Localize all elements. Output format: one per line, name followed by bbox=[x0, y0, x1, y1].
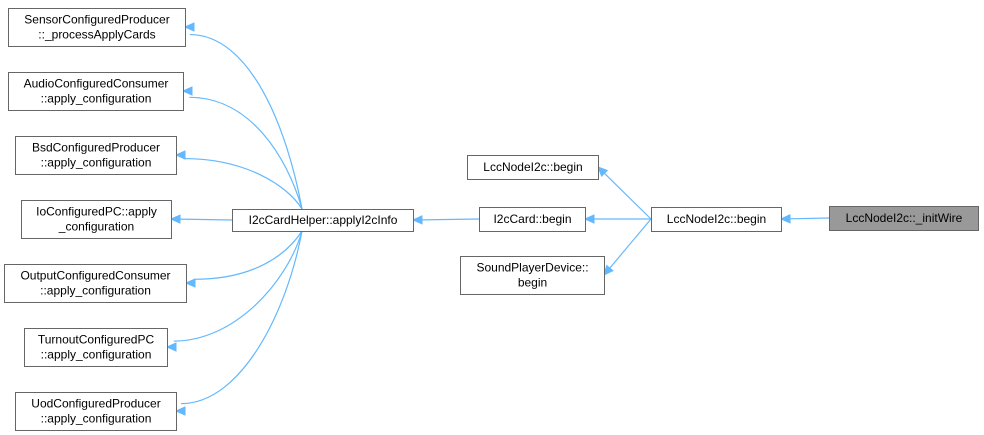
node-label: ::apply_configuration bbox=[41, 92, 152, 106]
node-label: BsdConfiguredProducer bbox=[32, 141, 160, 155]
nodes-layer: SensorConfiguredProducer::_processApplyC… bbox=[4, 8, 979, 431]
node-box bbox=[232, 209, 414, 232]
node-box bbox=[8, 8, 186, 47]
edge-arrowhead bbox=[165, 342, 177, 352]
graph-node-turnout[interactable]: TurnoutConfiguredPC::apply_configuration bbox=[24, 328, 168, 367]
graph-node-initwire: LccNodeI2c::_initWire bbox=[829, 206, 979, 231]
edge-n_i2ccard-to-n_helper bbox=[421, 218, 480, 221]
node-label: I2cCard::begin bbox=[493, 212, 571, 226]
node-label: TurnoutConfiguredPC bbox=[38, 333, 155, 347]
node-label: IoConfiguredPC::apply bbox=[36, 205, 157, 219]
edge-n_initwire-to-n_lccbegin bbox=[789, 217, 830, 220]
node-box bbox=[8, 72, 184, 111]
graph-node-io[interactable]: IoConfiguredPC::apply_configuration bbox=[21, 200, 172, 239]
graph-node-i2ccard[interactable]: I2cCard::begin bbox=[479, 207, 586, 232]
node-box bbox=[479, 207, 586, 232]
node-label: UodConfiguredProducer bbox=[31, 397, 160, 411]
node-box bbox=[460, 256, 605, 295]
edge-arrowhead bbox=[174, 406, 186, 416]
node-label: LccNodeI2c::begin bbox=[667, 212, 766, 226]
edge-arrowhead bbox=[779, 214, 791, 224]
graph-node-output[interactable]: OutputConfiguredConsumer::apply_configur… bbox=[4, 264, 187, 303]
node-box bbox=[829, 206, 979, 231]
edge-n_lccbegin-to-n_sound bbox=[609, 218, 652, 269]
edge-n_helper-to-n_sensor bbox=[189, 33, 303, 210]
edges-layer bbox=[165, 22, 830, 416]
node-label: _configuration bbox=[58, 220, 134, 234]
edge-n_helper-to-n_io bbox=[179, 218, 233, 221]
node-label: ::apply_configuration bbox=[41, 156, 152, 170]
edge-n_helper-to-n_audio bbox=[189, 96, 303, 210]
node-label: I2cCardHelper::applyI2cInfo bbox=[249, 213, 398, 227]
edge-arrowhead bbox=[583, 214, 595, 224]
node-label: SoundPlayerDevice:: bbox=[476, 261, 588, 275]
node-label: ::_processApplyCards bbox=[38, 28, 155, 42]
edge-n_lccbegin-to-n_lccbegin_top bbox=[604, 172, 652, 220]
node-box bbox=[21, 200, 172, 239]
node-box bbox=[15, 136, 177, 175]
graph-node-uod[interactable]: UodConfiguredProducer::apply_configurati… bbox=[15, 392, 177, 431]
node-label: ::apply_configuration bbox=[41, 412, 152, 426]
node-box bbox=[651, 207, 782, 232]
edge-arrowhead bbox=[183, 22, 195, 32]
graph-node-sensor[interactable]: SensorConfiguredProducer::_processApplyC… bbox=[8, 8, 186, 47]
node-box bbox=[24, 328, 168, 367]
edge-n_helper-to-n_bsd bbox=[184, 157, 303, 210]
edge-n_helper-to-n_output bbox=[194, 230, 303, 280]
node-label: OutputConfiguredConsumer bbox=[20, 269, 170, 283]
graph-node-lccbegin-top[interactable]: LccNodeI2c::begin bbox=[467, 155, 599, 180]
edge-arrowhead bbox=[169, 214, 181, 224]
graph-node-bsd[interactable]: BsdConfiguredProducer::apply_configurati… bbox=[15, 136, 177, 175]
node-box bbox=[15, 392, 177, 431]
edge-arrowhead bbox=[184, 278, 196, 288]
node-box bbox=[4, 264, 187, 303]
edge-arrowhead bbox=[174, 150, 186, 160]
node-label: LccNodeI2c::_initWire bbox=[846, 211, 963, 225]
graph-node-lccbegin[interactable]: LccNodeI2c::begin bbox=[651, 207, 782, 232]
node-label: SensorConfiguredProducer bbox=[24, 13, 169, 27]
node-label: LccNodeI2c::begin bbox=[483, 160, 582, 174]
graph-node-helper[interactable]: I2cCardHelper::applyI2cInfo bbox=[232, 209, 414, 232]
node-label: AudioConfiguredConsumer bbox=[24, 77, 169, 91]
graph-node-sound[interactable]: SoundPlayerDevice::begin bbox=[460, 256, 605, 295]
node-box bbox=[467, 155, 599, 180]
edge-arrowhead bbox=[411, 215, 423, 225]
node-label: ::apply_configuration bbox=[41, 348, 152, 362]
edge-n_helper-to-n_uod bbox=[181, 230, 303, 405]
graph-node-audio[interactable]: AudioConfiguredConsumer::apply_configura… bbox=[8, 72, 184, 111]
edge-arrowhead bbox=[181, 86, 193, 96]
edge-n_helper-to-n_turnout bbox=[173, 230, 303, 342]
node-label: ::apply_configuration bbox=[40, 284, 151, 298]
node-label: begin bbox=[518, 276, 547, 290]
